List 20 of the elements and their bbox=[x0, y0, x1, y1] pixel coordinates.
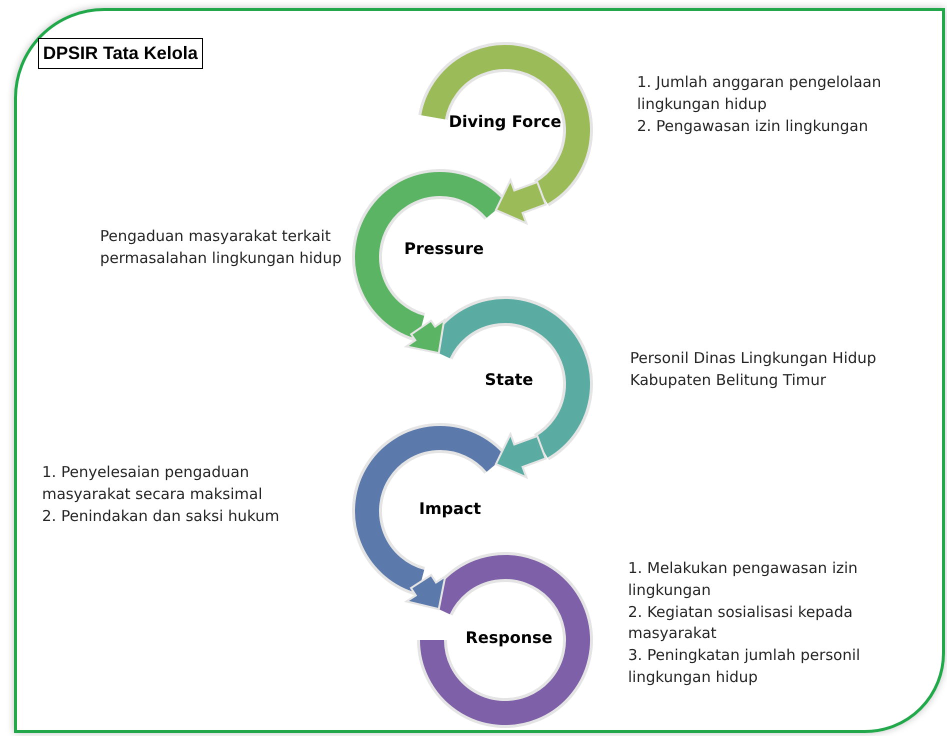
stage-description: 1. Jumlah anggaran pengelolaan lingkungan hidup bbox=[637, 72, 882, 115]
stage-description: 3. Peningkatan jumlah personil lingkungan hidup bbox=[628, 645, 862, 688]
arrow bbox=[404, 318, 446, 354]
stage-description: 2. Penindakan dan saksi hukum bbox=[42, 506, 280, 526]
diagram-title: DPSIR Tata Kelola bbox=[38, 38, 203, 68]
stage-label: Response bbox=[466, 627, 552, 649]
stage-description: 2. Pengawasan izin lingkungan bbox=[637, 116, 870, 136]
arrow bbox=[404, 574, 447, 610]
stage-description: 2. Kegiatan sosialisasi kepada masyarakat bbox=[628, 602, 854, 644]
stage-label: Impact bbox=[419, 498, 481, 520]
cycle-ring bbox=[420, 555, 590, 725]
stage-description: Pengaduan masyarakat terkait permasalahan lingkungan hidup bbox=[100, 226, 343, 269]
arrow bbox=[494, 178, 547, 226]
arrow bbox=[494, 432, 547, 480]
stage-label: Pressure bbox=[404, 238, 484, 260]
stage-label: State bbox=[484, 369, 534, 391]
stage-description: 1. Penyelesaian pengaduan masyarakat secara maksimal bbox=[42, 462, 264, 505]
stage-description: 1. Melakukan pengawasan izin lingkungan bbox=[628, 558, 859, 601]
stage-label: Diving Force bbox=[448, 111, 562, 133]
stage-description: Personil Dinas Lingkungan Hidup Kabupaten Belitung Timur bbox=[630, 348, 878, 391]
